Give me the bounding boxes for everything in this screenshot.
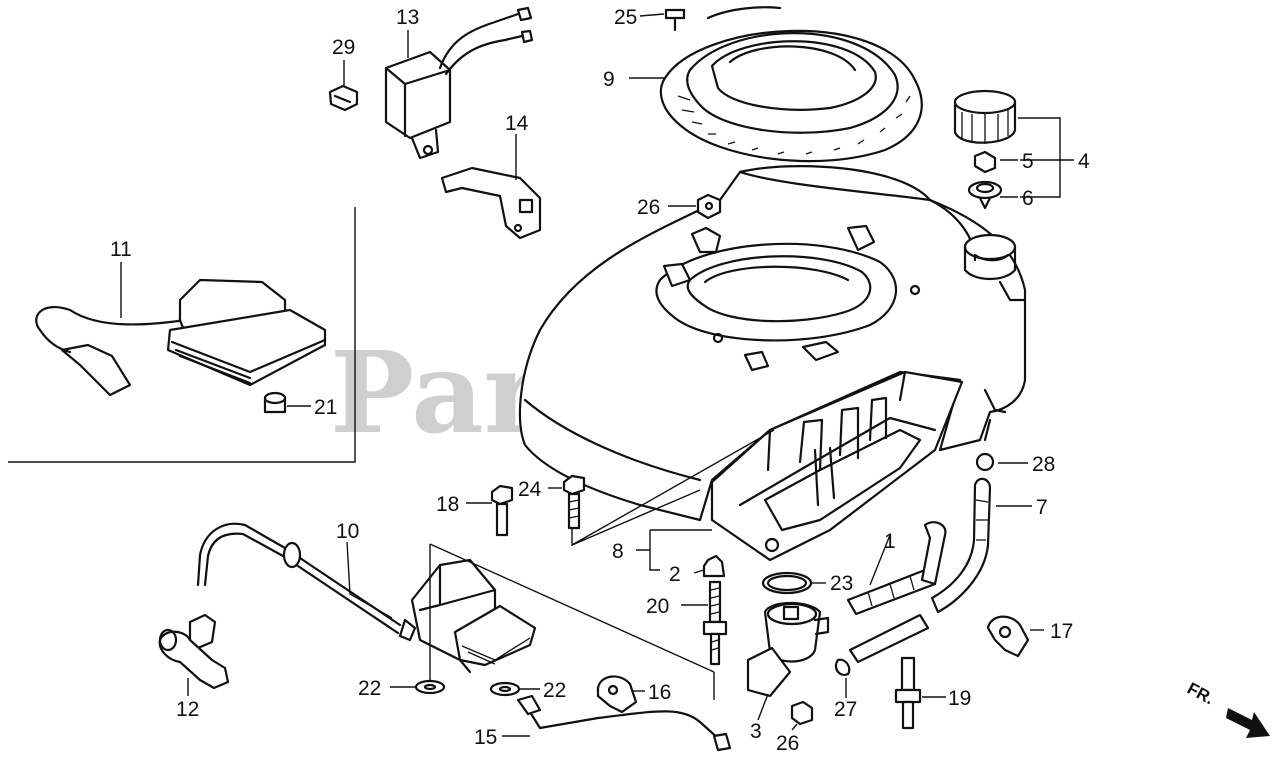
callout-labels: 25 9 29 13 14 11 21 26 5 4 6 28 7 1 17 1… bbox=[110, 6, 1090, 755]
callout-19: 19 bbox=[948, 687, 971, 710]
bracket-14[interactable] bbox=[440, 166, 542, 240]
washer-22b[interactable] bbox=[489, 681, 521, 697]
callout-5: 5 bbox=[1022, 150, 1034, 173]
grommet-2[interactable] bbox=[702, 554, 726, 578]
callout-22b: 22 bbox=[543, 679, 566, 702]
starter-cover-9[interactable] bbox=[659, 6, 923, 163]
filter-5[interactable] bbox=[973, 150, 997, 174]
clip-17[interactable] bbox=[986, 615, 1030, 658]
coil-10[interactable] bbox=[196, 522, 537, 674]
bolt-24[interactable] bbox=[562, 474, 586, 530]
washer-22a[interactable] bbox=[414, 679, 446, 695]
callout-25: 25 bbox=[614, 6, 637, 29]
ignition-module-13[interactable] bbox=[384, 6, 534, 160]
callout-27: 27 bbox=[834, 698, 857, 721]
front-arrow-icon bbox=[1226, 708, 1270, 738]
screw-25[interactable] bbox=[664, 8, 686, 32]
callout-24: 24 bbox=[518, 478, 542, 501]
nut-26-bottom[interactable] bbox=[790, 700, 814, 726]
wire-15[interactable] bbox=[516, 694, 732, 752]
bolt-29[interactable] bbox=[328, 84, 359, 112]
callout-11: 11 bbox=[110, 238, 132, 261]
callout-12: 12 bbox=[176, 698, 199, 721]
callout-2: 2 bbox=[669, 563, 681, 586]
stud-20[interactable] bbox=[702, 580, 728, 666]
callout-23: 23 bbox=[830, 572, 853, 595]
callout-6: 6 bbox=[1022, 187, 1034, 210]
callout-28: 28 bbox=[1032, 453, 1055, 476]
ignition-coil-11[interactable] bbox=[35, 278, 327, 397]
leader-lines bbox=[120, 13, 1074, 737]
callout-13: 13 bbox=[396, 6, 419, 29]
callout-17: 17 bbox=[1050, 620, 1073, 643]
fr-label: FR. bbox=[1184, 679, 1217, 709]
callout-7: 7 bbox=[1036, 496, 1048, 519]
callout-10: 10 bbox=[336, 520, 359, 543]
spacer-21[interactable] bbox=[263, 391, 287, 414]
callout-20: 20 bbox=[646, 595, 669, 618]
fuel-cap-4[interactable] bbox=[953, 89, 1017, 144]
callout-4: 4 bbox=[1078, 150, 1090, 173]
clip-27[interactable] bbox=[834, 658, 851, 676]
callout-26-bottom: 26 bbox=[776, 732, 799, 755]
callout-15: 15 bbox=[474, 726, 497, 749]
callout-14: 14 bbox=[505, 112, 529, 135]
shroud-base-8[interactable] bbox=[710, 370, 964, 562]
callout-3: 3 bbox=[750, 720, 762, 743]
bolt-18[interactable] bbox=[490, 484, 514, 537]
clip-28[interactable] bbox=[975, 452, 995, 472]
callout-1: 1 bbox=[884, 530, 896, 553]
joint-3[interactable] bbox=[746, 602, 830, 698]
clamp-16[interactable] bbox=[596, 675, 638, 714]
callout-21: 21 bbox=[314, 396, 337, 419]
oring-23[interactable] bbox=[761, 571, 813, 595]
front-direction-indicator: FR. bbox=[1184, 679, 1270, 738]
nut-26-top[interactable] bbox=[696, 193, 722, 220]
fan-shroud[interactable] bbox=[518, 165, 1027, 522]
callout-22a: 22 bbox=[358, 677, 381, 700]
fitting-12[interactable] bbox=[158, 613, 230, 690]
tube-1[interactable] bbox=[846, 521, 947, 664]
callout-8: 8 bbox=[612, 540, 624, 563]
callout-26-top: 26 bbox=[637, 196, 660, 219]
callout-18: 18 bbox=[436, 493, 459, 516]
callout-29: 29 bbox=[332, 36, 355, 59]
coil-group-border bbox=[8, 207, 356, 463]
gasket-6[interactable] bbox=[967, 180, 1003, 210]
fuel-hose-7[interactable] bbox=[930, 477, 992, 614]
bolt-19[interactable] bbox=[894, 656, 922, 730]
callout-9: 9 bbox=[603, 68, 615, 91]
callout-16: 16 bbox=[648, 681, 671, 704]
